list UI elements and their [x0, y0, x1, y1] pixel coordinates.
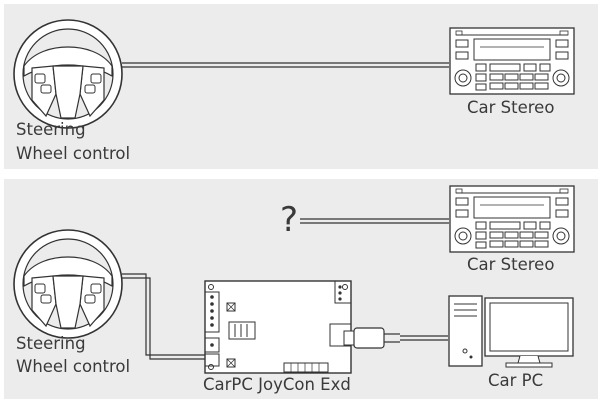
steering-wheel-icon: [13, 19, 123, 129]
car-stereo-icon: [449, 27, 575, 95]
car-stereo-icon: [449, 185, 575, 253]
steering-label-line1: Steering: [16, 334, 86, 353]
steering-wheel-icon: [13, 229, 123, 339]
car-pc-label: Car PC: [488, 371, 544, 390]
wheel-to-stereo-cable: [122, 62, 449, 68]
car-stereo-label: Car Stereo: [467, 98, 555, 117]
car-pc-icon: [448, 295, 574, 368]
question-mark: ?: [280, 200, 299, 240]
wheel-to-joycon-cable: [122, 273, 214, 360]
usb-cable: [343, 327, 448, 349]
steering-label-line2: Wheel control: [16, 357, 131, 376]
steering-label-line1: Steering: [16, 120, 86, 139]
joycon-board-icon: [204, 280, 352, 374]
unknown-connection-cable: [300, 218, 449, 224]
steering-label-line2: Wheel control: [16, 144, 131, 163]
joycon-label: CarPC JoyCon Exd: [203, 375, 351, 394]
car-stereo-label: Car Stereo: [467, 255, 555, 274]
